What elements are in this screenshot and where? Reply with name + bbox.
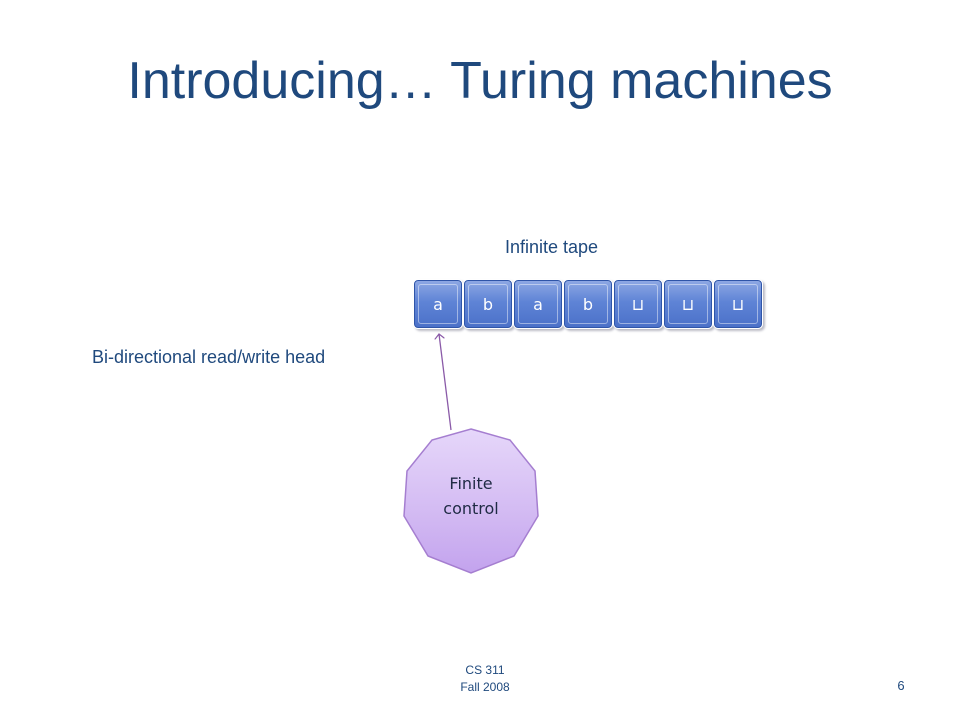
tape-cell: ⊔	[663, 279, 713, 329]
tape-cell: a	[413, 279, 463, 329]
tape-cell: ⊔	[613, 279, 663, 329]
tape-cell: a	[513, 279, 563, 329]
finite-control-shape	[403, 428, 539, 574]
page-number: 6	[897, 678, 905, 693]
control-label-line2: control	[443, 498, 499, 518]
tape-label: Infinite tape	[505, 237, 599, 257]
footer: CS 311 Fall 2008	[445, 662, 525, 696]
tape-cell: ⊔	[713, 279, 763, 329]
footer-term: Fall 2008	[460, 679, 510, 694]
control-label-line1: Finite	[449, 474, 493, 493]
tape-cell: b	[563, 279, 613, 329]
head-label: Bi-directional read/write head	[92, 347, 326, 367]
slide-title: Introducing… Turing machines	[127, 52, 833, 110]
finite-control: Finite control	[398, 472, 544, 522]
footer-course: CS 311	[465, 663, 505, 677]
tape-cell: b	[463, 279, 513, 329]
tape: a b a b ⊔ ⊔ ⊔	[413, 279, 763, 331]
